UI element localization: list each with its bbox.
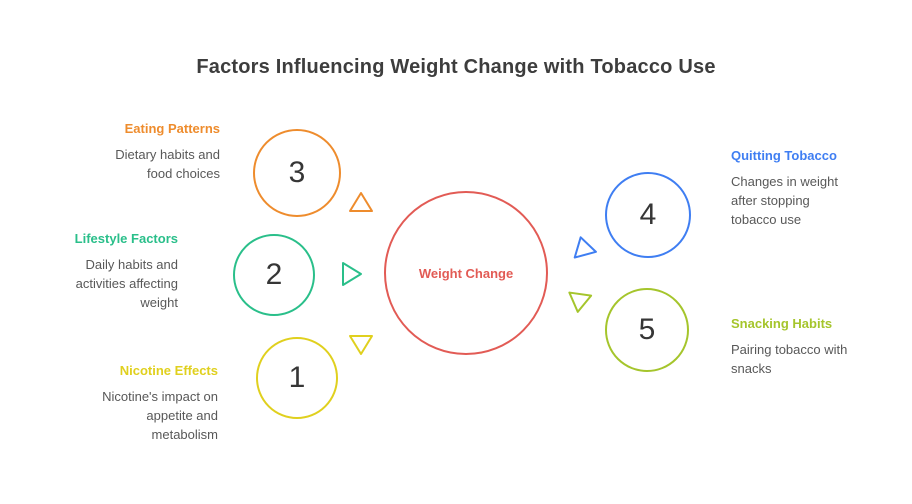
factor-text-quitting-tobacco: Quitting Tobacco Changes in weight after…	[731, 148, 891, 229]
factor-description-nicotine-effects: Nicotine's impact on appetite and metabo…	[102, 389, 218, 442]
factor-label-eating-patterns: Eating Patterns	[124, 121, 220, 136]
triangle-outline	[573, 236, 597, 259]
factor-text-snacking-habits: Snacking Habits Pairing tobacco with sna…	[731, 316, 891, 378]
factor-text-eating-patterns: Eating Patterns Dietary habits and food …	[60, 121, 220, 183]
triangle-outline	[349, 192, 373, 212]
factor-node-nicotine-effects: 1	[256, 337, 338, 419]
diagram-title: Factors Influencing Weight Change with T…	[196, 56, 716, 78]
triangle-outline	[568, 291, 593, 313]
factor-description-eating-patterns: Dietary habits and food choices	[115, 147, 220, 181]
arrow-down-icon	[349, 335, 373, 355]
factor-number-quitting-tobacco: 4	[639, 198, 657, 231]
triangle-outline	[349, 335, 373, 355]
arrow-up-icon	[573, 236, 597, 259]
factor-label-quitting-tobacco: Quitting Tobacco	[731, 148, 837, 163]
factor-label-lifestyle-factors: Lifestyle Factors	[74, 231, 178, 246]
arrow-down-icon	[568, 291, 593, 313]
triangle-outline	[342, 262, 362, 286]
factor-node-snacking-habits: 5	[605, 288, 689, 372]
center-label-weight-change: Weight Change	[418, 265, 514, 281]
factor-number-eating-patterns: 3	[288, 156, 306, 189]
factor-node-eating-patterns: 3	[253, 129, 341, 217]
factor-text-nicotine-effects: Nicotine Effects Nicotine's impact on ap…	[58, 363, 218, 444]
factor-text-lifestyle-factors: Lifestyle Factors Daily habits and activ…	[18, 231, 178, 312]
factor-description-lifestyle-factors: Daily habits and activities affecting we…	[75, 257, 178, 310]
center-node-weight-change: Weight Change	[384, 191, 548, 355]
factor-node-quitting-tobacco: 4	[605, 172, 691, 258]
factor-label-snacking-habits: Snacking Habits	[731, 316, 833, 331]
factor-description-snacking-habits: Pairing tobacco with snacks	[731, 342, 848, 376]
factor-label-nicotine-effects: Nicotine Effects	[119, 363, 218, 378]
factor-number-nicotine-effects: 1	[288, 361, 306, 394]
factor-number-snacking-habits: 5	[638, 313, 656, 346]
factor-number-lifestyle-factors: 2	[265, 258, 283, 291]
arrow-right-icon	[342, 262, 362, 286]
factor-node-lifestyle-factors: 2	[233, 234, 315, 316]
factor-description-quitting-tobacco: Changes in weight after stopping tobacco…	[731, 174, 838, 227]
arrow-up-icon	[349, 192, 373, 212]
